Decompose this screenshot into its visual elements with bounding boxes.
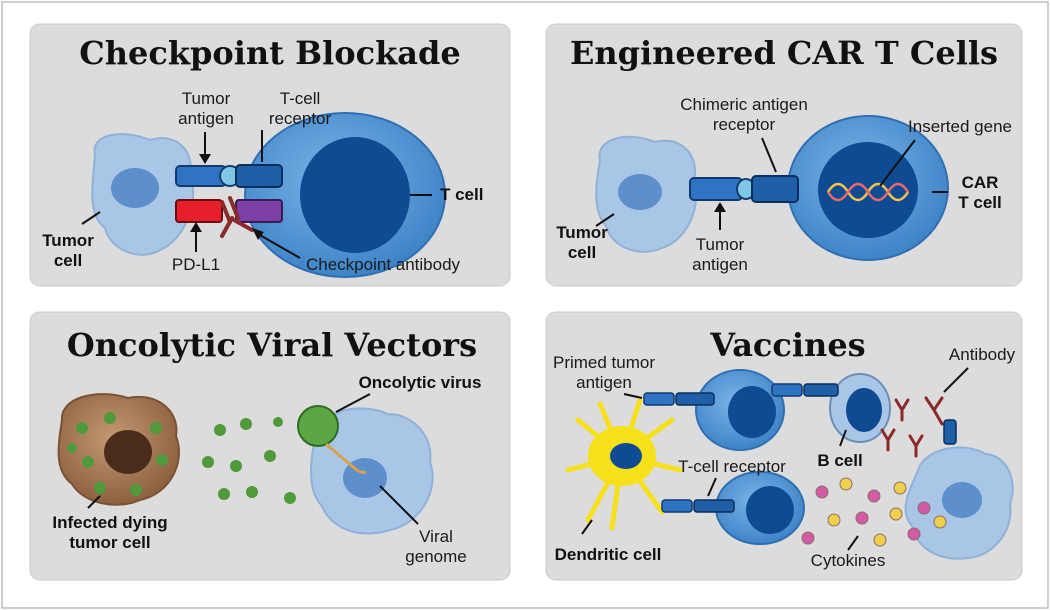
label-tumor-cell-line2: cell <box>568 243 596 262</box>
label-car-t-cell-line2: T cell <box>958 193 1001 212</box>
viral-genome-strand <box>325 442 367 474</box>
label-dendritic-cell: Dendritic cell <box>555 545 662 564</box>
t-cell-receptor <box>235 164 283 188</box>
b-cell-receptor-complex <box>803 383 839 397</box>
arrow-head <box>190 222 202 232</box>
inserted-gene-dna <box>826 182 910 202</box>
panel-car-t-cells: Engineered CAR T Cells Chimeric antigen … <box>545 23 1023 287</box>
chimeric-antigen-receptor <box>751 175 799 203</box>
panel-title: Vaccines <box>709 326 865 364</box>
label-tumor-antigen-line1: Tumor <box>696 235 745 254</box>
label-tumor-cell-line2: cell <box>54 251 82 270</box>
leader-line <box>81 211 101 225</box>
label-checkpoint-antibody: Checkpoint antibody <box>306 255 461 274</box>
panel-vaccines: Vaccines <box>545 311 1023 581</box>
t-cell-lower-nucleus <box>746 486 794 534</box>
leader-line <box>581 519 593 535</box>
leader-line <box>87 495 101 509</box>
label-tumor-antigen-line1: Tumor <box>182 89 231 108</box>
t-cell-receptor <box>675 392 715 406</box>
b-cell-receptor <box>771 383 803 397</box>
t-cell-receptor-lower <box>693 499 735 513</box>
label-car-line2: receptor <box>713 115 776 134</box>
primed-antigen <box>643 392 675 406</box>
label-viral-genome-line1: Viral <box>419 527 453 546</box>
panel-title: Oncolytic Viral Vectors <box>67 326 477 364</box>
leader-line <box>839 429 847 447</box>
label-tumor-antigen-line2: antigen <box>692 255 748 274</box>
leader-line <box>623 393 643 399</box>
label-inserted-gene: Inserted gene <box>908 117 1012 136</box>
target-tumor-nucleus <box>942 482 982 518</box>
label-t-cell: T cell <box>440 185 483 204</box>
tumor-nucleus <box>618 174 662 210</box>
label-antibody: Antibody <box>949 345 1016 364</box>
label-tcr-line2: receptor <box>269 109 332 128</box>
label-pd-l1: PD-L1 <box>172 255 220 274</box>
cytokines <box>801 477 947 547</box>
t-cell-upper-nucleus <box>728 386 776 438</box>
label-primed-line1: Primed tumor <box>553 353 655 372</box>
dendritic-cell-nucleus <box>610 443 642 469</box>
leader-line <box>879 139 916 187</box>
leader-line <box>761 137 777 173</box>
panel-title: Engineered CAR T Cells <box>570 34 998 72</box>
label-tcr-line1: T-cell <box>280 89 321 108</box>
label-tcr: T-cell receptor <box>678 457 786 476</box>
tumor-antigen <box>175 165 227 187</box>
leader-line <box>847 535 859 551</box>
label-infected-line1: Infected dying <box>52 513 167 532</box>
label-viral-genome-line2: genome <box>405 547 466 566</box>
antibodies <box>880 396 944 458</box>
free-virions <box>202 417 296 504</box>
leader-line <box>257 233 301 259</box>
label-car-line1: Chimeric antigen <box>680 95 808 114</box>
primed-antigen-lower <box>661 499 693 513</box>
leader-line <box>707 477 717 497</box>
label-tumor-cell-line1: Tumor <box>556 223 608 242</box>
checkpoint-antibody <box>220 196 254 238</box>
arrow-head <box>199 154 211 164</box>
leader-line <box>595 213 615 227</box>
panel-background <box>545 311 1023 581</box>
b-cell-nucleus <box>846 388 882 432</box>
virus-particles-in-cell <box>67 412 168 496</box>
leader-line <box>379 485 419 525</box>
label-tumor-antigen-line2: antigen <box>178 109 234 128</box>
infected-cell-nucleus <box>104 430 152 474</box>
leader-line <box>943 367 969 393</box>
arrow-head <box>252 228 264 240</box>
label-b-cell: B cell <box>817 451 862 470</box>
label-cytokines: Cytokines <box>811 551 886 570</box>
tumor-antigen-marker <box>943 419 957 445</box>
panel-oncolytic-viral-vectors: Oncolytic Viral Vectors Oncolytic virus … <box>29 311 511 581</box>
checkpoint-receptor <box>235 199 283 223</box>
panel-checkpoint-blockade: Checkpoint Blockade Tumor antigen T-cell… <box>29 23 511 287</box>
t-cell-nucleus <box>300 137 410 253</box>
leader-line <box>335 393 371 413</box>
tumor-nucleus <box>111 168 159 208</box>
label-primed-line2: antigen <box>576 373 632 392</box>
label-oncolytic-virus: Oncolytic virus <box>359 373 482 392</box>
pd-l1 <box>175 199 223 223</box>
arrow-head <box>714 202 726 212</box>
oncolytic-virus <box>297 405 339 447</box>
label-infected-line2: tumor cell <box>69 533 150 552</box>
label-tumor-cell-line1: Tumor <box>42 231 94 250</box>
panel-title: Checkpoint Blockade <box>79 34 460 72</box>
label-car-t-cell-line1: CAR <box>962 173 999 192</box>
tumor-antigen <box>689 177 743 201</box>
